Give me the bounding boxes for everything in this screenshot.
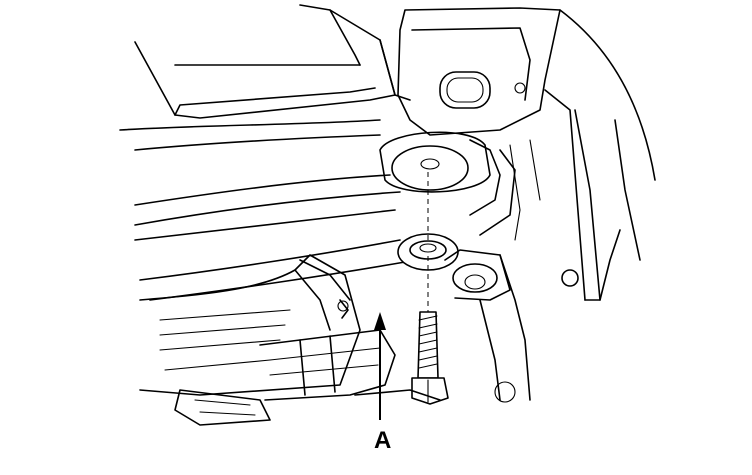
body-hole <box>561 269 579 287</box>
callout-a-arrow-head <box>374 312 386 330</box>
upper-mount-bracket <box>397 7 561 136</box>
lower-bracket-hole <box>444 249 531 403</box>
mount-bolt <box>411 311 449 405</box>
upper-frame-panel <box>134 4 411 119</box>
mount-collar <box>397 233 459 271</box>
lower-frame-member <box>119 119 406 301</box>
lower-subframe <box>139 254 361 396</box>
callout-a-label: A <box>374 427 391 454</box>
callout-a: A <box>374 312 391 454</box>
lower-pipe-assembly <box>174 329 441 426</box>
oval-hole <box>439 71 491 109</box>
mount-bushing <box>379 131 516 236</box>
right-body-panel <box>509 9 656 301</box>
